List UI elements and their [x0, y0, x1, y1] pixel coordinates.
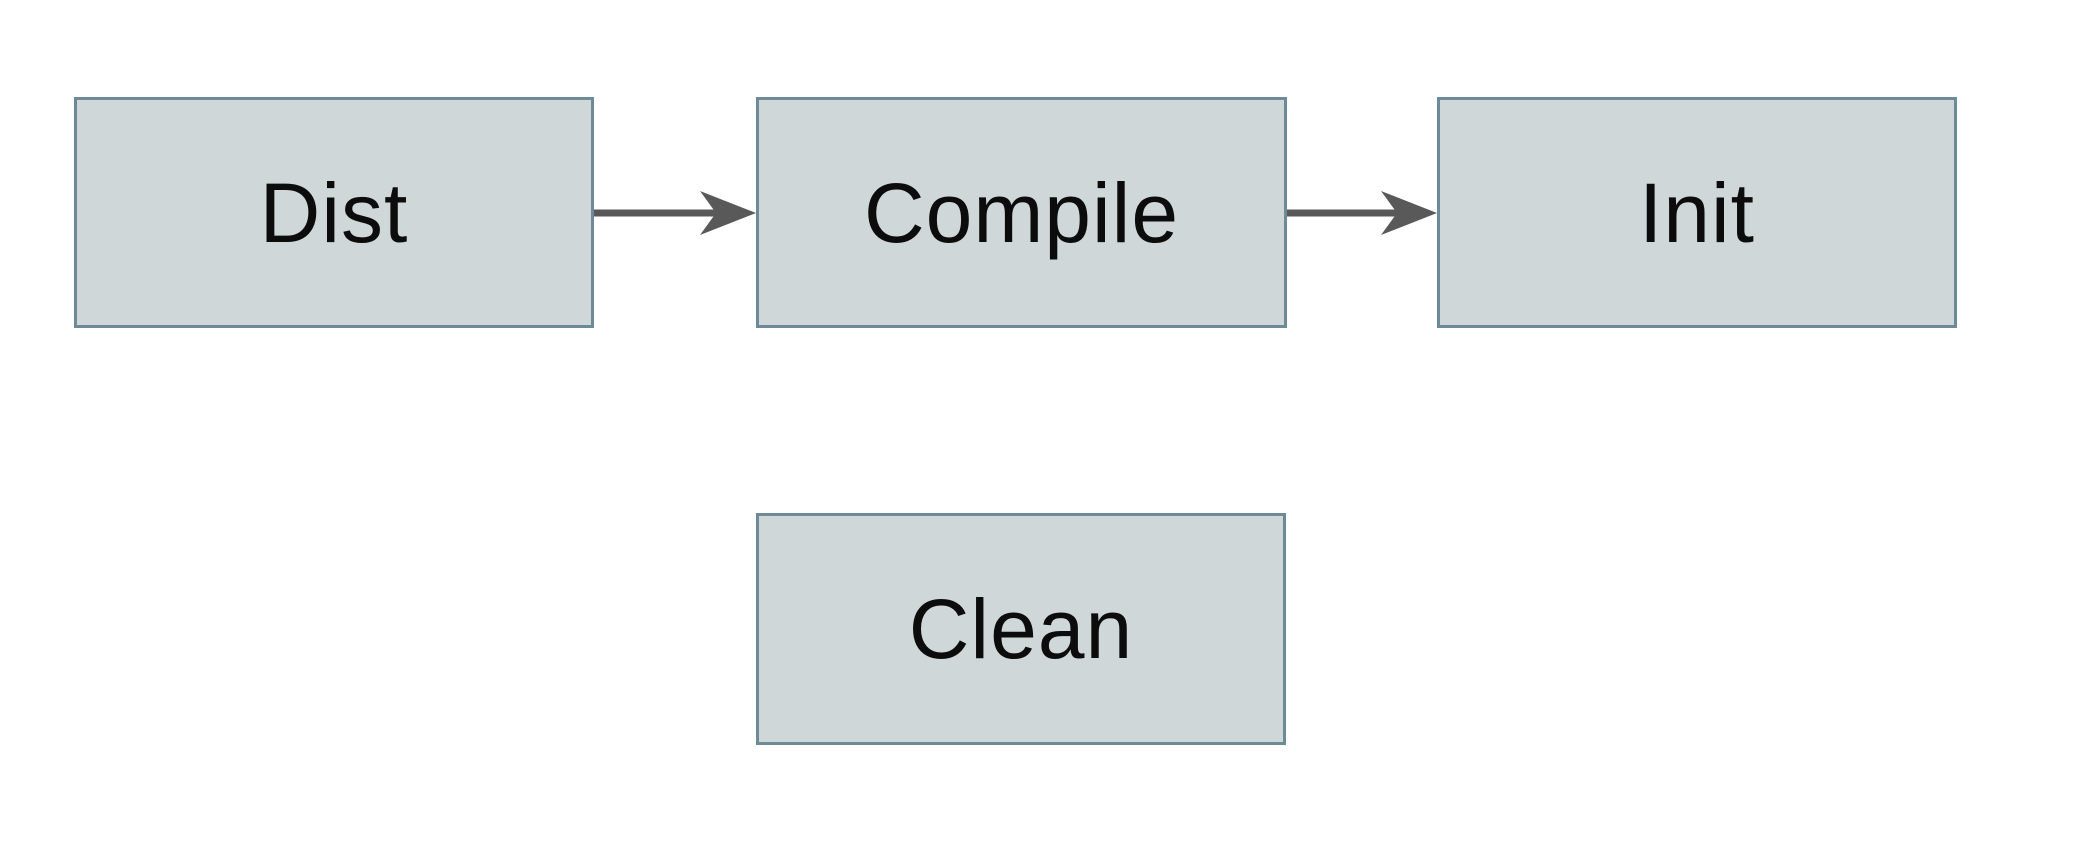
arrowhead-right-icon	[1381, 191, 1437, 235]
arrow-line	[1287, 209, 1399, 217]
arrow-compile-to-init	[1287, 191, 1437, 235]
node-dist[interactable]: Dist	[74, 97, 594, 328]
node-dist-label: Dist	[259, 165, 409, 260]
node-init[interactable]: Init	[1437, 97, 1957, 328]
node-compile[interactable]: Compile	[756, 97, 1287, 328]
node-clean-label: Clean	[908, 582, 1134, 676]
node-clean[interactable]: Clean	[756, 513, 1286, 745]
arrow-line	[594, 209, 718, 217]
arrow-dist-to-compile	[594, 191, 756, 235]
node-init-label: Init	[1638, 165, 1756, 260]
arrowhead-right-icon	[700, 191, 756, 235]
node-compile-label: Compile	[863, 165, 1180, 260]
